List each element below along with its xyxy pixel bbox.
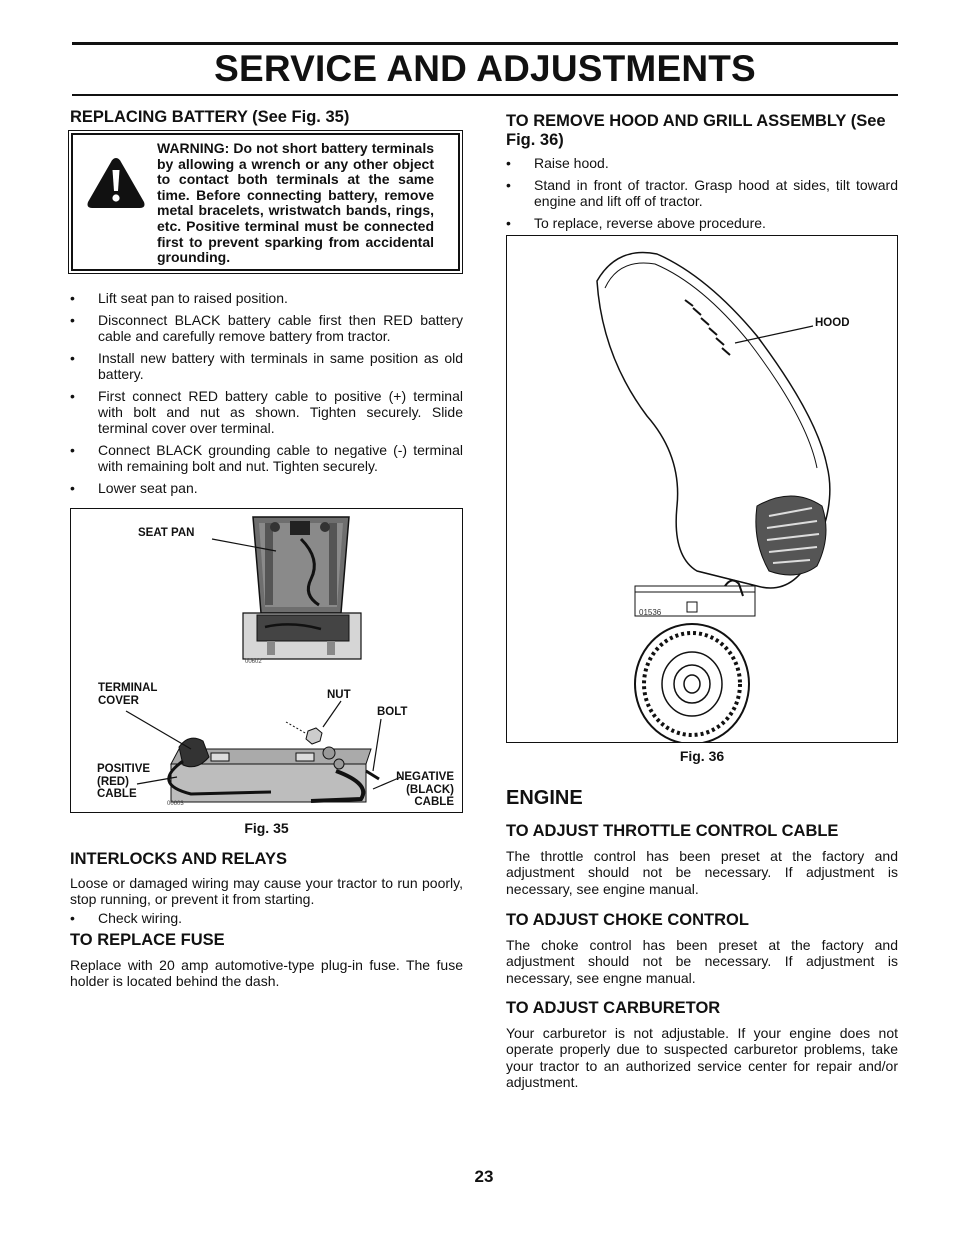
list-item: •Install new battery with terminals in s…	[70, 350, 463, 382]
battery-illustration	[125, 516, 402, 803]
fuse-heading: TO REPLACE FUSE	[70, 931, 225, 949]
hood-heading: TO REMOVE HOOD AND GRILL ASSEMBLY (See F…	[506, 112, 886, 149]
list-item: •Check wiring.	[70, 909, 183, 926]
label-positive-cable: POSITIVE (RED) CABLE	[97, 763, 151, 800]
choke-body: The choke control has been preset at the…	[506, 937, 898, 986]
label-hood: HOOD	[815, 317, 850, 329]
battery-steps: •Lift seat pan to raised position. •Disc…	[70, 290, 463, 496]
interlocks-section: Loose or damaged wiring may cause your t…	[70, 875, 463, 932]
list-item: •Stand in front of tractor. Grasp hood a…	[506, 177, 898, 209]
figure-code-bottom: 00603	[167, 801, 184, 807]
list-item: •Raise hood.	[506, 155, 609, 171]
carburetor-heading: TO ADJUST CARBURETOR	[506, 999, 721, 1017]
label-negative-cable: NEGATIVE (BLACK) CABLE	[396, 771, 454, 808]
title-rule	[72, 94, 898, 96]
interlocks-body: Loose or damaged wiring may cause your t…	[70, 875, 463, 908]
figure-35-caption: Fig. 35	[244, 820, 289, 836]
label-terminal-cover: TERMINAL COVER	[98, 682, 158, 707]
list-item: •First connect RED battery cable to posi…	[70, 388, 463, 436]
top-rule	[72, 42, 898, 45]
carburetor-body: Your carburetor is not adjustable. If yo…	[506, 1025, 898, 1090]
warning-icon	[87, 158, 145, 208]
engine-heading: ENGINE	[506, 787, 583, 809]
list-item: •Lift seat pan to raised position.	[70, 290, 288, 306]
hood-illustration	[596, 251, 831, 742]
list-item: •Disconnect BLACK battery cable first th…	[70, 312, 463, 344]
warning-box: WARNING: Do not short battery terminals …	[68, 130, 463, 274]
throttle-body: The throttle control has been preset at …	[506, 848, 898, 897]
figure-code: 01536	[639, 608, 662, 617]
interlocks-heading: INTERLOCKS AND RELAYS	[70, 850, 287, 868]
figure-35: SEAT PAN TERMINAL COVER NUT BOLT POSITIV…	[70, 508, 463, 813]
label-nut: NUT	[327, 689, 351, 701]
list-item: •To replace, reverse above procedure.	[506, 215, 766, 231]
battery-heading: REPLACING BATTERY (See Fig. 35)	[70, 108, 350, 126]
warning-text: WARNING: Do not short battery terminals …	[157, 140, 434, 266]
hood-steps: •Raise hood. •Stand in front of tractor.…	[506, 155, 898, 231]
page-number: 23	[474, 1167, 494, 1186]
label-seat-pan: SEAT PAN	[138, 527, 195, 539]
figure-36-caption: Fig. 36	[679, 748, 725, 764]
figure-36: HOOD 01536	[506, 235, 898, 743]
list-item: •Lower seat pan.	[70, 480, 198, 496]
choke-heading: TO ADJUST CHOKE CONTROL	[506, 911, 749, 929]
left-column: REPLACING BATTERY (See Fig. 35) WARNING:…	[68, 108, 463, 989]
page-title: SERVICE AND ADJUSTMENTS	[214, 48, 756, 89]
label-bolt: BOLT	[377, 706, 408, 718]
throttle-heading: TO ADJUST THROTTLE CONTROL CABLE	[506, 822, 839, 840]
right-column: TO REMOVE HOOD AND GRILL ASSEMBLY (See F…	[506, 108, 898, 1090]
fuse-body: Replace with 20 amp automotive-type plug…	[70, 957, 463, 990]
figure-code-top: 00602	[245, 659, 262, 665]
list-item: •Connect BLACK grounding cable to negati…	[70, 442, 463, 474]
